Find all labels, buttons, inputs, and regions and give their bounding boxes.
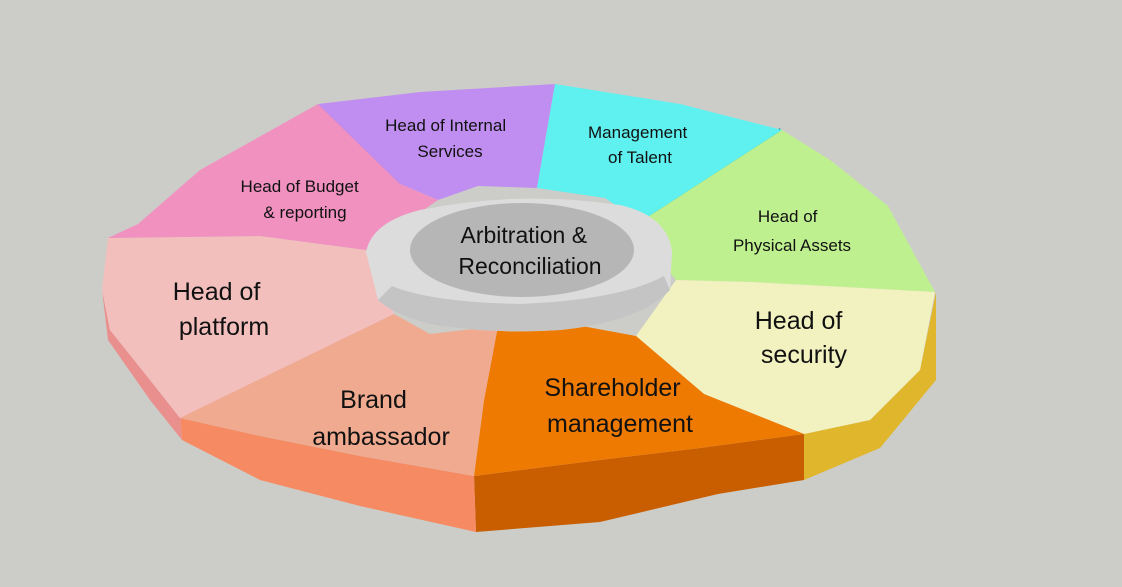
hub (366, 198, 672, 332)
label-budget: Head of Budget & reporting (241, 177, 364, 222)
label-platform-line1: Head of (173, 278, 261, 306)
side-platform (102, 290, 182, 440)
hub-top (410, 203, 634, 297)
segment-labels: Head of Internal Services Management of … (173, 116, 851, 451)
segment-internal-services (318, 84, 555, 200)
label-security: Head of security (755, 307, 850, 369)
segment-tops (102, 84, 935, 476)
segment-budget (108, 104, 438, 250)
label-hub: Arbitration & Reconciliation (458, 222, 601, 279)
label-brand-line2: ambassador (312, 423, 450, 451)
label-security-line2: security (761, 341, 848, 369)
label-brand-line1: Brand (340, 386, 407, 414)
label-shareholder: Shareholder management (544, 374, 693, 438)
side-security (804, 292, 936, 480)
label-physical-assets: Head of Physical Assets (733, 207, 851, 255)
label-shareholder-line1: Shareholder (544, 374, 680, 402)
label-shareholder-line2: management (547, 410, 693, 438)
segment-platform (102, 236, 394, 418)
segment-shareholder (474, 322, 804, 476)
label-brand: Brand ambassador (312, 386, 450, 451)
label-talent-line2: of Talent (608, 148, 672, 167)
segment-brand (180, 314, 498, 476)
segment-talent (537, 84, 782, 222)
label-budget-line2: & reporting (263, 203, 346, 222)
label-internal-services-line1: Head of Internal (385, 116, 506, 135)
label-hub-line2: Reconciliation (458, 253, 601, 279)
label-internal-services-line2: Services (417, 142, 482, 161)
label-physical-assets-line1: Head of (758, 207, 818, 226)
segment-physical-assets (640, 130, 935, 292)
label-physical-assets-line2: Physical Assets (733, 236, 851, 255)
hub-ring-shade (378, 276, 670, 332)
segment-security (636, 280, 935, 434)
side-brand (180, 418, 476, 532)
label-security-line1: Head of (755, 307, 843, 335)
label-internal-services: Head of Internal Services (385, 116, 511, 161)
label-platform-line2: platform (179, 313, 269, 341)
side-shareholder (474, 434, 804, 532)
label-talent-line1: Management (588, 123, 688, 142)
label-budget-line1: Head of Budget (241, 177, 359, 196)
label-platform: Head of platform (173, 278, 269, 341)
label-talent: Management of Talent (588, 123, 692, 167)
label-hub-line1: Arbitration & (461, 222, 588, 248)
